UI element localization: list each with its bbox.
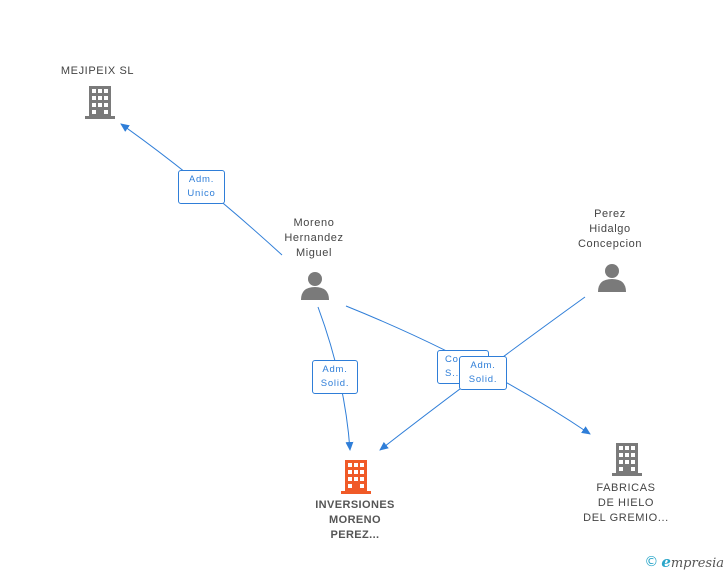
edge-label-adm-solid-right[interactable]: Adm. Solid. xyxy=(459,356,507,390)
person-label-moreno[interactable]: Moreno Hernandez Miguel xyxy=(284,217,344,259)
empresia-logo: © empresia xyxy=(644,552,724,572)
person-icon[interactable] xyxy=(598,264,626,292)
company-label-inversiones[interactable]: INVERSIONES MORENO PEREZ... xyxy=(315,499,395,541)
person-label-perez[interactable]: Perez Hidalgo Concepcion xyxy=(577,208,643,250)
building-icon[interactable] xyxy=(341,460,371,494)
brand-name: empresia xyxy=(661,553,724,571)
edge-label-adm-unico[interactable]: Adm. Unico xyxy=(178,170,225,204)
edge-label-adm-solid-left[interactable]: Adm. Solid. xyxy=(312,360,358,394)
building-icon[interactable] xyxy=(85,86,115,119)
copyright-icon: © xyxy=(644,554,659,570)
company-label-fabricas[interactable]: FABRICAS DE HIELO DEL GREMIO... xyxy=(583,482,669,524)
company-label-mejipeix[interactable]: MEJIPEIX SL xyxy=(60,65,135,77)
building-icon[interactable] xyxy=(612,443,642,476)
person-icon[interactable] xyxy=(301,272,329,300)
